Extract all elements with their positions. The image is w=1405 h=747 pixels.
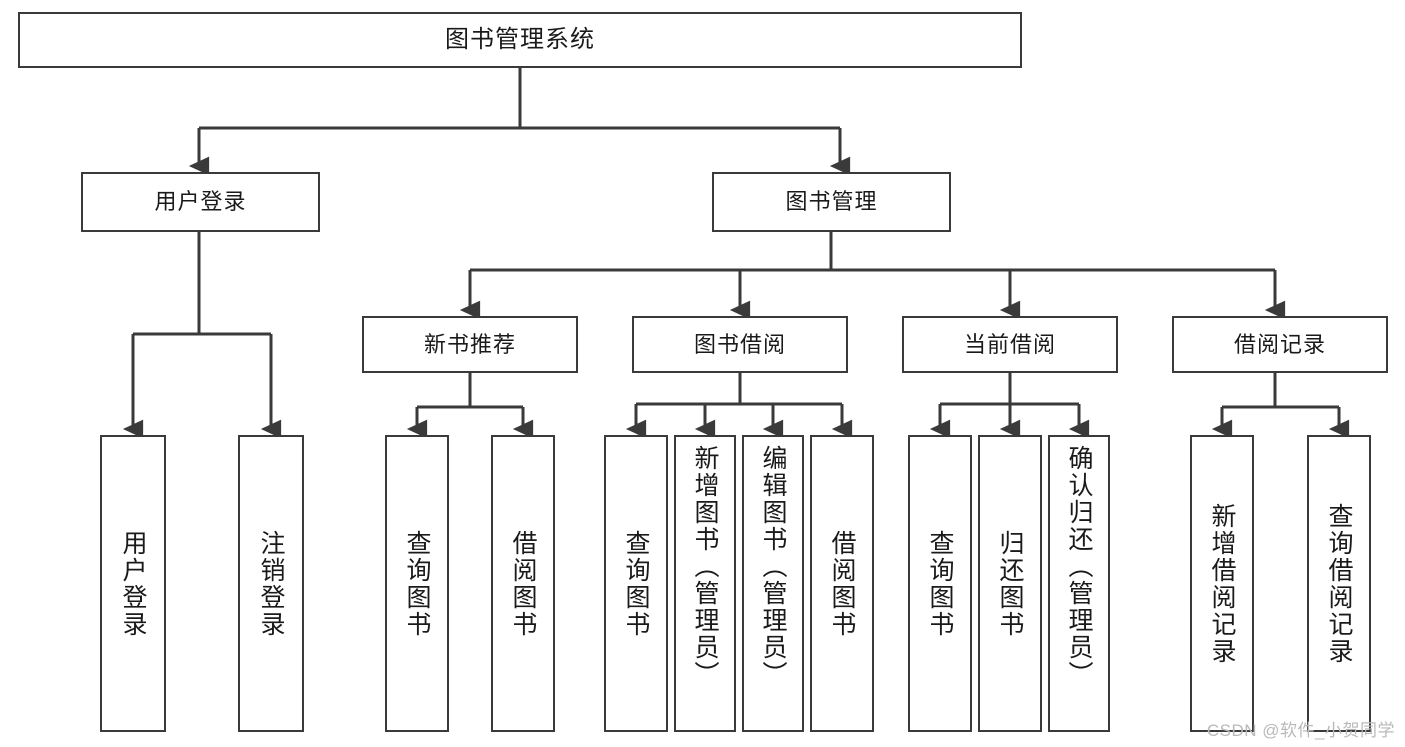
leaf-query-book-recommend[interactable]: 查询图书 <box>385 435 449 732</box>
watermark-text: CSDN @软件_小贺同学 <box>1206 721 1395 740</box>
node-user-login[interactable]: 用户登录 <box>81 172 320 232</box>
leaf-add-borrow-record[interactable]: 新增借阅记录 <box>1190 435 1254 732</box>
node-label: 归还图书 <box>996 529 1024 638</box>
leaf-edit-book-admin[interactable]: 编辑图书（管理员） <box>742 435 804 732</box>
node-label: 新增借阅记录 <box>1208 502 1236 665</box>
node-label: 查询图书 <box>622 529 650 638</box>
node-root-system[interactable]: 图书管理系统 <box>18 12 1022 68</box>
leaf-query-borrow-record[interactable]: 查询借阅记录 <box>1307 435 1371 732</box>
node-label: 用户登录 <box>154 189 247 215</box>
node-current-borrow[interactable]: 当前借阅 <box>902 316 1118 373</box>
node-label: 确认归还（管理员） <box>1065 445 1093 688</box>
node-label: 编辑图书（管理员） <box>759 445 787 688</box>
node-label: 查询图书 <box>926 529 954 638</box>
node-label: 当前借阅 <box>963 331 1056 357</box>
node-label: 图书借阅 <box>693 331 786 357</box>
leaf-return-book[interactable]: 归还图书 <box>978 435 1042 732</box>
node-label: 查询借阅记录 <box>1325 502 1353 665</box>
node-label: 注销登录 <box>257 529 285 638</box>
node-label: 借阅图书 <box>828 529 856 638</box>
node-label: 新增图书（管理员） <box>691 445 719 688</box>
leaf-logout-login[interactable]: 注销登录 <box>238 435 304 732</box>
leaf-borrow-book-borrow[interactable]: 借阅图书 <box>810 435 874 732</box>
leaf-query-book-borrow[interactable]: 查询图书 <box>604 435 668 732</box>
leaf-query-book-current[interactable]: 查询图书 <box>908 435 972 732</box>
leaf-borrow-book-recommend[interactable]: 借阅图书 <box>491 435 555 732</box>
node-label: 借阅图书 <box>509 529 537 638</box>
node-new-book-recommend[interactable]: 新书推荐 <box>362 316 578 373</box>
node-label: 图书管理 <box>785 189 878 215</box>
node-label: 新书推荐 <box>423 331 516 357</box>
node-borrow-record[interactable]: 借阅记录 <box>1172 316 1388 373</box>
leaf-add-book-admin[interactable]: 新增图书（管理员） <box>674 435 736 732</box>
node-label: 用户登录 <box>119 529 147 638</box>
node-book-borrow[interactable]: 图书借阅 <box>632 316 848 373</box>
node-label: 查询图书 <box>403 529 431 638</box>
node-book-management[interactable]: 图书管理 <box>712 172 951 232</box>
node-label: 图书管理系统 <box>445 26 595 54</box>
leaf-user-login[interactable]: 用户登录 <box>100 435 166 732</box>
leaf-confirm-return-admin[interactable]: 确认归还（管理员） <box>1048 435 1110 732</box>
node-label: 借阅记录 <box>1233 331 1326 357</box>
